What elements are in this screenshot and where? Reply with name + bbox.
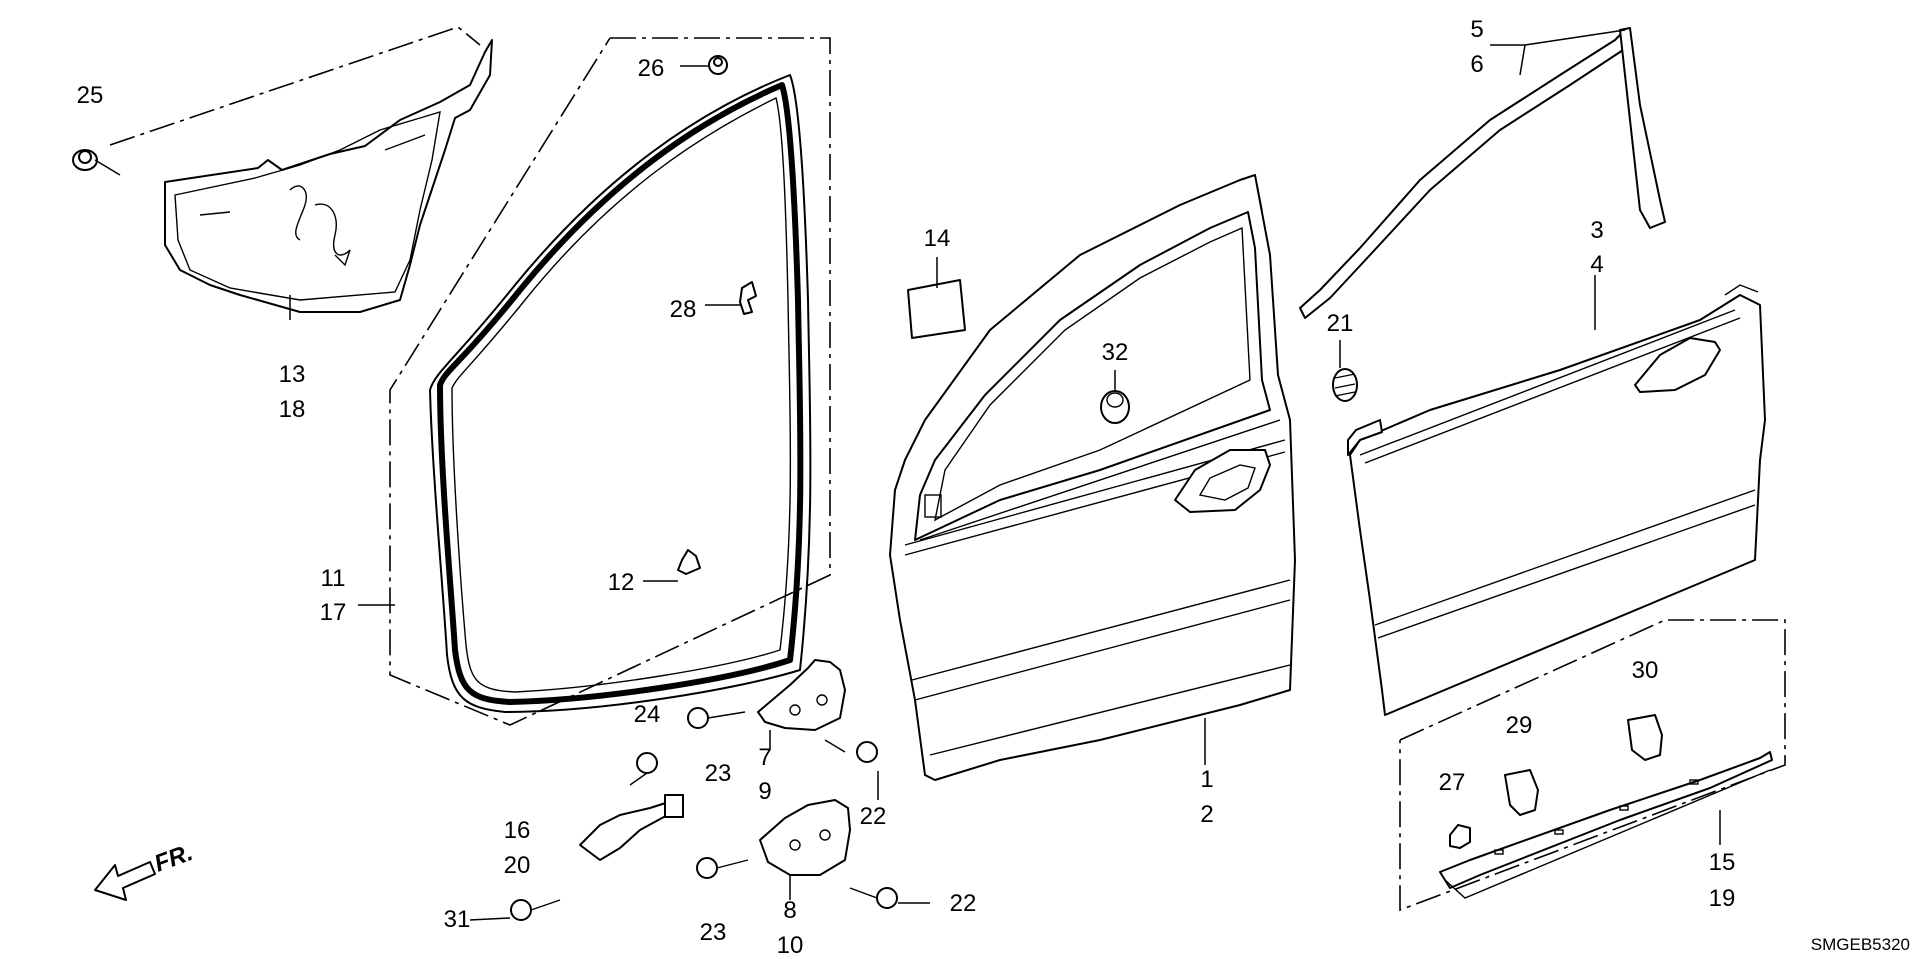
leader-lines bbox=[94, 29, 1721, 921]
callout-labels: 1 2 3 4 5 6 7 9 8 10 11 17 12 13 18 14 1… bbox=[77, 16, 1736, 959]
callout-19: 19 bbox=[1709, 885, 1736, 912]
callout-25: 25 bbox=[77, 82, 104, 109]
diagram-code: SMGEB5320 bbox=[1811, 935, 1910, 954]
door-checker-part bbox=[579, 794, 684, 861]
callout-23b: 23 bbox=[700, 919, 727, 946]
callout-15: 15 bbox=[1709, 849, 1736, 876]
door-skin-part bbox=[1347, 284, 1766, 716]
door-weatherstrip-part bbox=[429, 74, 812, 713]
callout-28: 28 bbox=[670, 296, 697, 323]
weatherstrip-group-box bbox=[109, 26, 831, 726]
callout-31: 31 bbox=[444, 906, 471, 933]
clip-29-part bbox=[1504, 769, 1539, 816]
clip-12-part bbox=[677, 549, 701, 575]
clip-25-part bbox=[72, 149, 98, 171]
callout-6: 6 bbox=[1470, 51, 1483, 78]
callout-29: 29 bbox=[1506, 712, 1533, 739]
callout-5: 5 bbox=[1470, 16, 1483, 43]
callout-32: 32 bbox=[1102, 339, 1129, 366]
callout-16: 16 bbox=[504, 817, 531, 844]
callout-9: 9 bbox=[758, 778, 771, 805]
callout-22b: 22 bbox=[950, 890, 977, 917]
callout-23a: 23 bbox=[705, 760, 732, 787]
callout-4: 4 bbox=[1590, 251, 1603, 278]
callout-24: 24 bbox=[634, 701, 661, 728]
clip-26-part bbox=[708, 55, 728, 75]
front-door-panel-part bbox=[889, 174, 1296, 781]
door-hole-cap-part bbox=[164, 39, 493, 313]
front-direction-arrow: FR. bbox=[94, 839, 197, 901]
callout-10: 10 bbox=[777, 932, 804, 959]
callout-26: 26 bbox=[638, 55, 665, 82]
clip-30-part bbox=[1627, 714, 1663, 761]
direction-label: FR. bbox=[151, 839, 197, 878]
callout-12: 12 bbox=[608, 569, 635, 596]
callout-30: 30 bbox=[1632, 657, 1659, 684]
callout-27: 27 bbox=[1439, 769, 1466, 796]
grommet-21-part bbox=[1332, 368, 1358, 402]
callout-8: 8 bbox=[783, 897, 796, 924]
callout-14: 14 bbox=[924, 225, 951, 252]
clip-27-part bbox=[1449, 824, 1471, 849]
grommet-32-part bbox=[1100, 390, 1130, 424]
sash-molding-part bbox=[1299, 27, 1666, 319]
side-sill-group-box bbox=[1399, 619, 1786, 912]
bolts-part bbox=[510, 707, 898, 921]
callout-17: 17 bbox=[320, 599, 347, 626]
callout-7: 7 bbox=[758, 744, 771, 771]
callout-1: 1 bbox=[1200, 766, 1213, 793]
callout-22a: 22 bbox=[860, 803, 887, 830]
upper-hinge-part bbox=[757, 659, 846, 731]
lower-hinge-part bbox=[759, 799, 851, 876]
callout-21: 21 bbox=[1327, 310, 1354, 337]
callout-18: 18 bbox=[279, 396, 306, 423]
side-sill-garnish-part bbox=[1439, 751, 1773, 899]
pad-14-part bbox=[907, 279, 966, 339]
callout-20: 20 bbox=[504, 852, 531, 879]
callout-3: 3 bbox=[1590, 217, 1603, 244]
callout-11: 11 bbox=[321, 565, 346, 592]
clip-28-part bbox=[739, 281, 757, 315]
callout-2: 2 bbox=[1200, 801, 1213, 828]
callout-13: 13 bbox=[279, 361, 306, 388]
